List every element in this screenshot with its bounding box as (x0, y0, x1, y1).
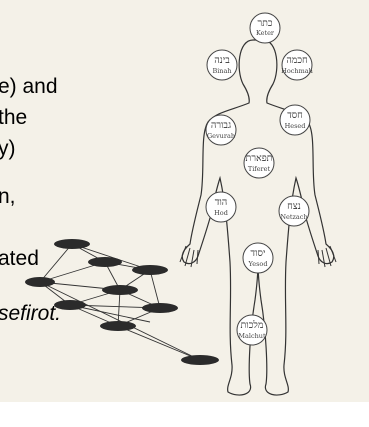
tree-node (88, 257, 122, 267)
sefirah-gevurah: גבורה Gevurah (206, 115, 236, 145)
sefirah-malchut-latin: Malchut (238, 332, 266, 340)
sefirah-gevurah-hebrew: גבורה (211, 120, 231, 131)
sefirah-hesed-hebrew: חסד (287, 110, 303, 121)
sefirah-yesod-latin: Yesod (248, 260, 268, 268)
sefirah-malchut-hebrew: מלכות (241, 320, 264, 331)
sefirah-binah-latin: Binah (212, 67, 231, 75)
sefirah-tiferet-hebrew: תפארת (246, 153, 273, 164)
sefirah-hochmah-latin: Hochmah (281, 67, 313, 75)
tree-node (181, 355, 219, 365)
sefirah-tiferet: תפארת Tiferet (244, 148, 274, 178)
tree-node (54, 239, 90, 249)
sefirah-hesed: חסד Hesed (280, 105, 310, 135)
tree-node (100, 321, 136, 331)
sefirah-netzach-hebrew: נצח (287, 201, 301, 212)
sefirah-hod-latin: Hod (214, 209, 228, 217)
sefirah-netzach-latin: Netzach (280, 213, 307, 221)
tree-node (132, 265, 168, 275)
sefirah-binah: בינה Binah (207, 50, 237, 80)
sefirah-yesod: יסוד Yesod (243, 243, 273, 273)
tree-of-life-diagram (25, 239, 219, 365)
sefirah-hesed-latin: Hesed (285, 122, 306, 130)
tree-nodes (25, 239, 219, 365)
sefirah-hod: הוד Hod (206, 192, 236, 222)
sefirah-hochmah: חכמה Hochmah (281, 50, 313, 80)
sefirah-keter-latin: Keter (256, 29, 275, 37)
sefirah-malchut: מלכות Malchut (237, 315, 267, 345)
sefirah-gevurah-latin: Gevurah (207, 132, 235, 140)
sefirah-binah-hebrew: בינה (214, 55, 230, 66)
sefirah-hod-hebrew: הוד (215, 197, 227, 208)
sefirah-yesod-hebrew: יסוד (251, 248, 266, 259)
sefirah-netzach: נצח Netzach (279, 196, 309, 226)
sefirah-tiferet-latin: Tiferet (248, 165, 271, 173)
sefirah-keter: כתר Keter (250, 13, 280, 43)
sefirah-hochmah-hebrew: חכמה (286, 55, 307, 66)
tree-node (102, 285, 138, 295)
sefirah-keter-hebrew: כתר (257, 18, 272, 29)
tree-node (142, 303, 178, 313)
tree-node (54, 300, 86, 310)
tree-node (25, 277, 55, 287)
